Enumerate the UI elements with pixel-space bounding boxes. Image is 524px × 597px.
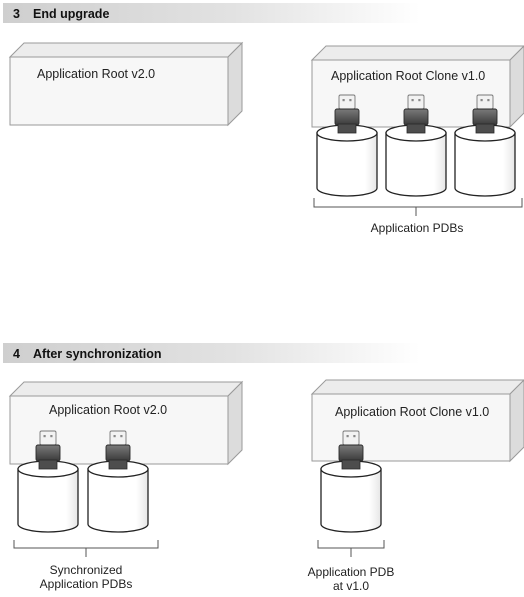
plug-connector-icon [35,430,61,470]
section-4-title: After synchronization [33,347,162,361]
pdb-cylinder-icon [320,430,382,533]
section-4-left-pdb-group [17,430,149,533]
section-4: 4 After synchronization Application Root… [3,343,524,593]
section-3-pdbs-bracket [313,198,523,216]
section-4-right-caption-line2: at v1.0 [333,579,369,593]
section-3-right-box-label: Application Root Clone v1.0 [331,69,485,83]
section-4-right-pdb-group [320,430,382,533]
section-4-header-bar [3,343,420,363]
section-4-number: 4 [13,347,20,361]
section-3-application-root-box: Application Root v2.0 [8,41,244,127]
section-3-left-box-label: Application Root v2.0 [37,67,155,81]
section-4-left-caption-line2: Application PDBs [40,577,133,591]
section-3-header-bar [3,3,420,23]
section-4-right-box-label: Application Root Clone v1.0 [335,405,489,419]
section-4-right-caption-line1: Application PDB [308,565,395,579]
plug-connector-icon [403,94,429,134]
section-3-right-caption: Application PDBs [371,221,464,235]
plug-connector-icon [334,94,360,134]
plug-connector-icon [338,430,364,470]
pdb-cylinder-icon [17,430,79,533]
section-4-left-bracket [13,540,159,557]
pdb-cylinder-icon [385,94,447,197]
section-4-left-box-label: Application Root v2.0 [49,403,167,417]
pdb-cylinder-icon [316,94,378,197]
section-3-number: 3 [13,7,20,21]
section-4-right-bracket [317,540,385,557]
section-3-title: End upgrade [33,7,109,21]
section-3-pdb-group [316,94,516,197]
pdb-cylinder-icon [454,94,516,197]
plug-connector-icon [105,430,131,470]
section-4-left-caption-line1: Synchronized [50,563,123,577]
pdb-cylinder-icon [87,430,149,533]
section-3: 3 End upgrade Application Root v2.0 Appl… [3,3,524,235]
plug-connector-icon [472,94,498,134]
